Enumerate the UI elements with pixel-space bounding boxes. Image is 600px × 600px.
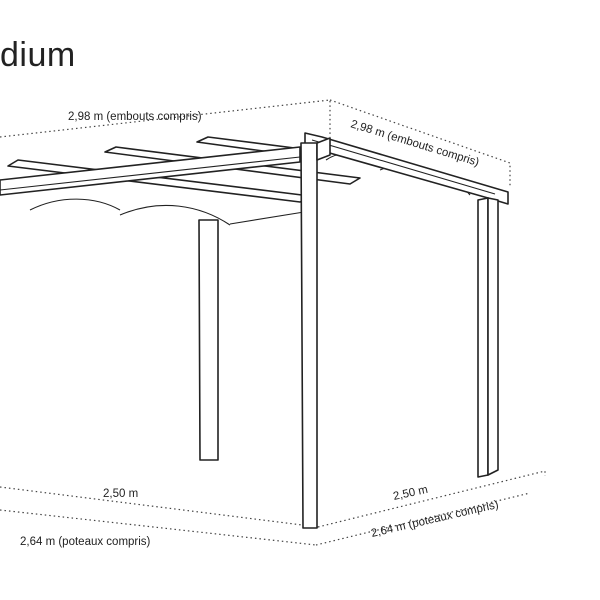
front-beam xyxy=(0,146,301,196)
right-back-post xyxy=(477,197,499,478)
top-width-label: 2,98 m (embouts compris) xyxy=(68,111,202,123)
floor-depth-posts-label: 2,64 m (poteaux compris) xyxy=(370,499,500,540)
page-title: dium xyxy=(0,36,76,74)
floor-width-posts-label: 2,64 m (poteaux compris) xyxy=(20,536,151,548)
front-corner-post xyxy=(300,137,331,529)
back-posts xyxy=(198,219,219,461)
floor-width-label: 2,50 m xyxy=(103,488,138,500)
dimension-lines xyxy=(0,99,546,546)
floor-depth-label: 2,50 m xyxy=(392,484,429,503)
